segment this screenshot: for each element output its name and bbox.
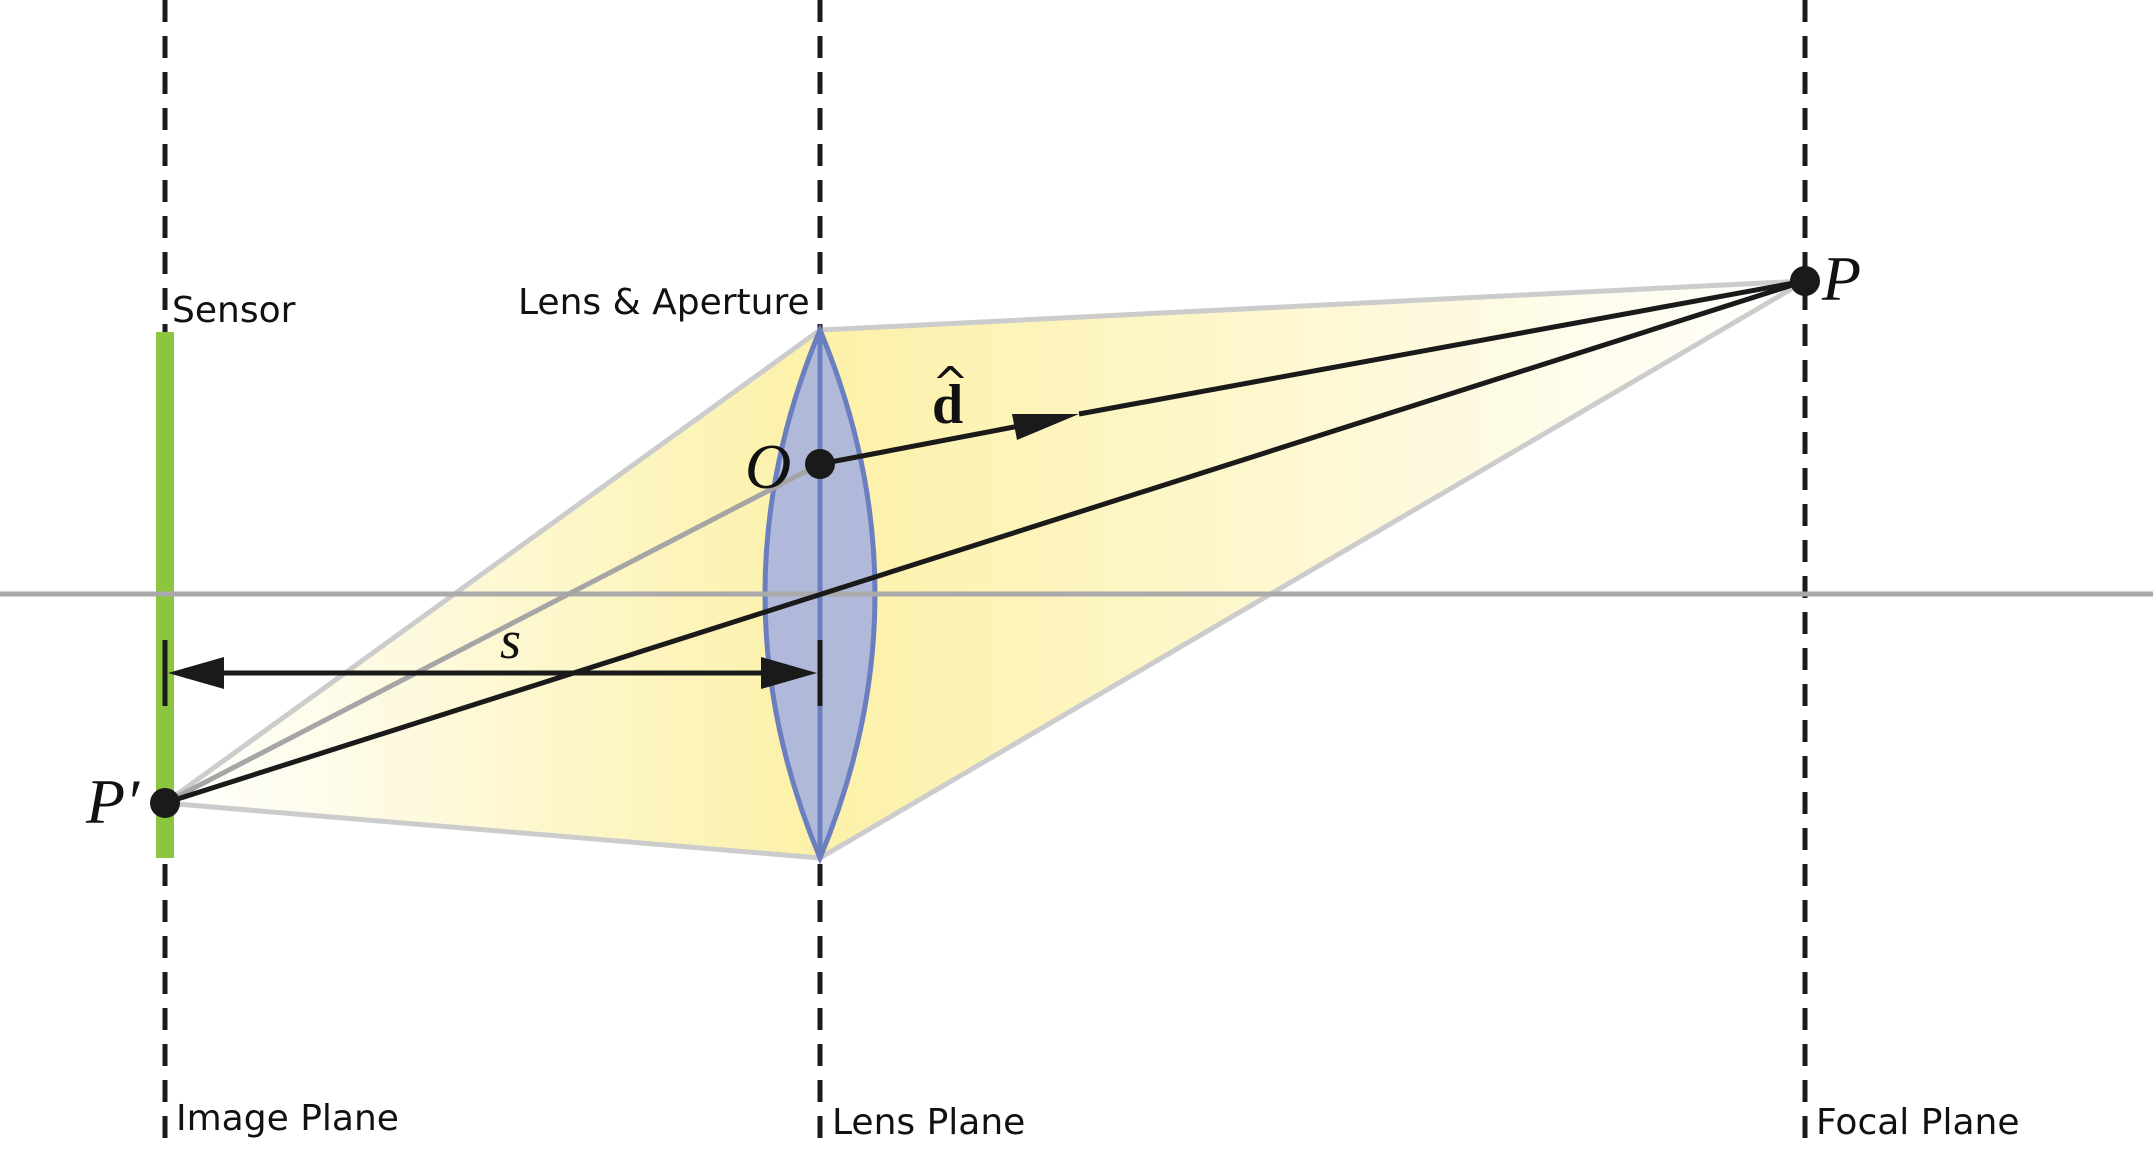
distance-label: s — [500, 610, 521, 670]
point-p-dot — [1790, 266, 1820, 296]
distance-arrow-left — [168, 657, 224, 689]
point-p-prime-dot — [150, 788, 180, 818]
direction-hat-label: ^ — [932, 358, 969, 409]
point-p-prime-label: P′ — [85, 766, 140, 837]
direction-arrowhead — [1012, 414, 1079, 440]
direction-label: d — [932, 374, 963, 436]
direction-ray-segment-2 — [1078, 278, 1806, 417]
lens-aperture-label: Lens & Aperture — [518, 282, 810, 323]
lens-plane-label: Lens Plane — [832, 1102, 1025, 1143]
image-plane-label: Image Plane — [176, 1098, 399, 1139]
ray-p-prime-to-o — [163, 461, 822, 806]
chief-ray — [164, 278, 1806, 806]
point-o-label: O — [745, 431, 791, 502]
distance-arrow-right — [761, 657, 817, 689]
point-p-label: P — [1821, 243, 1861, 314]
direction-ray-segment-1 — [819, 420, 1036, 467]
focal-plane-label: Focal Plane — [1816, 1102, 2019, 1143]
sensor-label: Sensor — [172, 290, 296, 331]
point-o-dot — [805, 449, 835, 479]
